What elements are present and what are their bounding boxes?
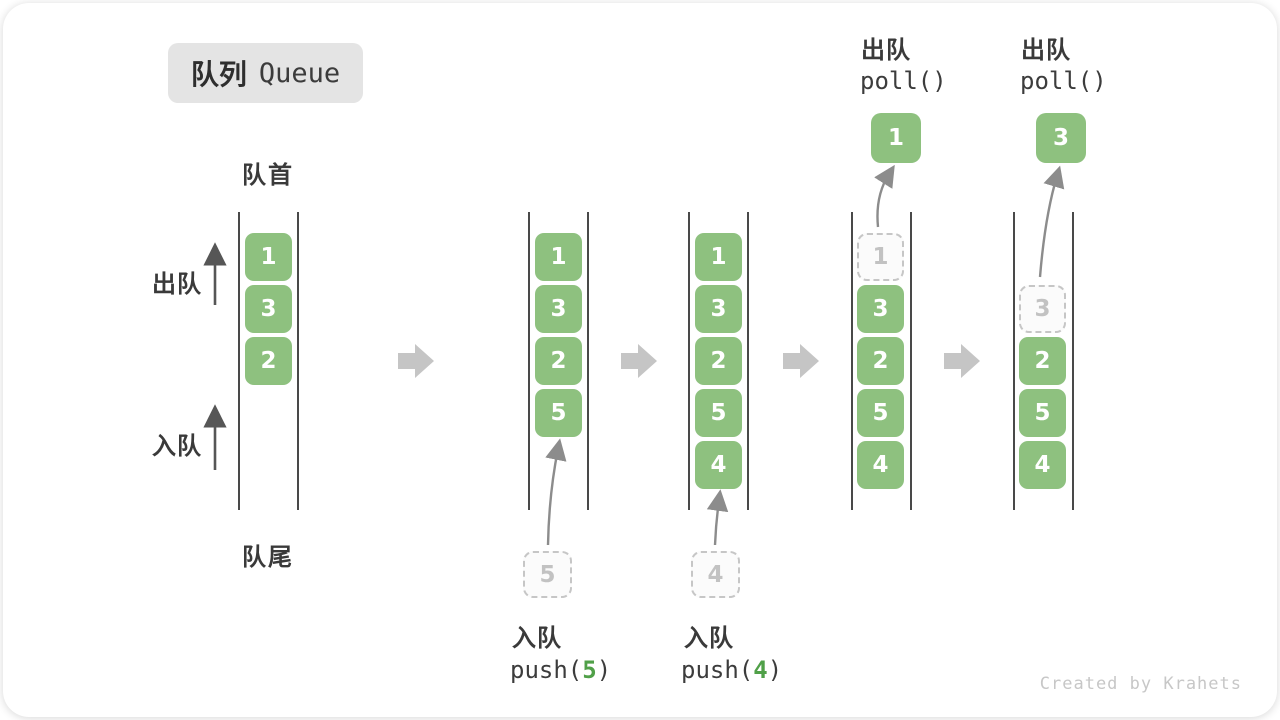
incoming-ghost-block: 5 <box>523 551 572 598</box>
queue-block: 5 <box>695 389 742 437</box>
queue-wall <box>587 212 589 510</box>
removed-ghost-block: 1 <box>857 233 904 281</box>
polled-block: 1 <box>871 113 921 163</box>
dequeue-op-label: 出队 <box>1021 37 1071 64</box>
queue-wall <box>297 212 299 510</box>
title-badge: 队列 Queue <box>168 43 363 103</box>
queue-wall <box>688 212 690 510</box>
enqueue-op-label: 入队 <box>512 625 562 652</box>
queue-wall <box>528 212 530 510</box>
queue-block: 5 <box>857 389 904 437</box>
queue-block: 2 <box>1019 337 1066 385</box>
queue-block: 5 <box>1019 389 1066 437</box>
dequeue-side-label: 出队 <box>152 271 202 298</box>
watermark: Created by Krahets <box>1039 674 1242 694</box>
diagram-card <box>3 3 1277 717</box>
incoming-ghost-block: 4 <box>691 551 740 598</box>
code-arg: 4 <box>753 656 768 684</box>
queue-block: 3 <box>857 285 904 333</box>
queue-front-label: 队首 <box>242 162 294 189</box>
queue-block: 2 <box>857 337 904 385</box>
queue-block: 5 <box>535 389 582 437</box>
queue-block: 3 <box>245 285 292 333</box>
polled-block: 3 <box>1036 113 1086 163</box>
title-zh: 队列 <box>190 59 247 90</box>
title-en: Queue <box>258 57 341 89</box>
queue-wall <box>1072 212 1074 510</box>
code-post: ) <box>767 656 783 684</box>
queue-block: 1 <box>245 233 292 281</box>
poll-code-label: poll() <box>1020 67 1107 95</box>
code-arg: 5 <box>582 656 597 684</box>
queue-rear-label: 队尾 <box>242 544 294 571</box>
enqueue-op-label: 入队 <box>684 625 734 652</box>
enqueue-side-label: 入队 <box>152 433 202 460</box>
push-code-label: push(5) <box>510 656 611 684</box>
queue-wall <box>1013 212 1015 510</box>
dequeue-op-label: 出队 <box>861 37 911 64</box>
queue-block: 3 <box>535 285 582 333</box>
queue-block: 2 <box>695 337 742 385</box>
code-pre: push( <box>510 656 583 684</box>
queue-block: 2 <box>535 337 582 385</box>
code-pre: push( <box>681 656 754 684</box>
queue-block: 3 <box>695 285 742 333</box>
queue-block: 4 <box>1019 441 1066 489</box>
push-code-label: push(4) <box>681 656 782 684</box>
queue-block: 1 <box>535 233 582 281</box>
queue-wall <box>910 212 912 510</box>
queue-block: 2 <box>245 337 292 385</box>
queue-wall <box>747 212 749 510</box>
queue-block: 4 <box>695 441 742 489</box>
removed-ghost-block: 3 <box>1019 285 1066 333</box>
queue-wall <box>238 212 240 510</box>
queue-wall <box>851 212 853 510</box>
queue-block: 4 <box>857 441 904 489</box>
code-post: ) <box>596 656 612 684</box>
queue-block: 1 <box>695 233 742 281</box>
poll-code-label: poll() <box>860 67 947 95</box>
